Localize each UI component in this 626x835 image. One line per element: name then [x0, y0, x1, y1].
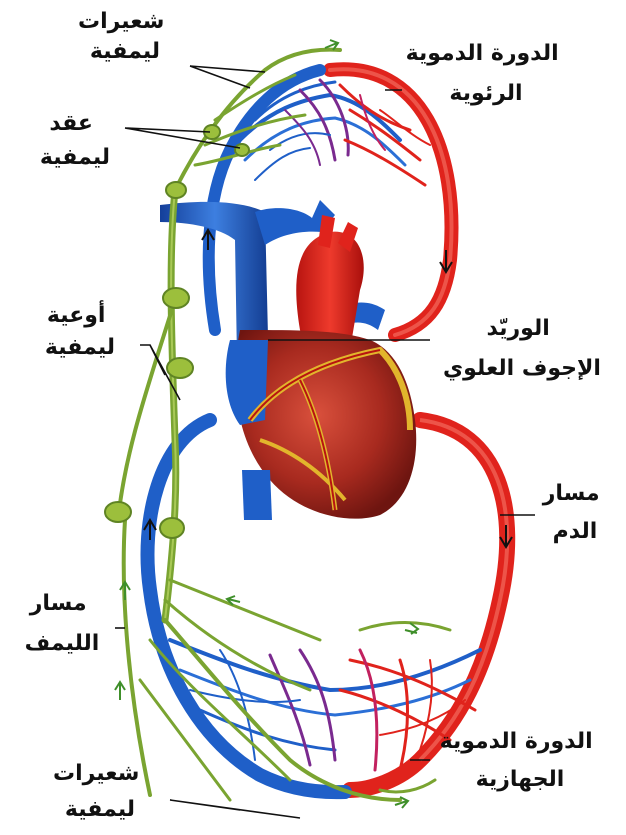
heart	[160, 200, 416, 520]
label-pulmonary-circulation: الدورة الدموية الرئوية	[406, 41, 567, 106]
lymph-node	[166, 182, 186, 198]
lymph-node	[163, 288, 189, 308]
lymph-node	[160, 518, 184, 538]
label-blood-path: مسار الدم	[542, 481, 608, 544]
label-lymph-vessels: أوعية ليمفية	[45, 299, 115, 360]
lymph-node	[105, 502, 131, 522]
lymph-node	[167, 358, 193, 378]
label-lymph-path: مسار الليمف	[25, 591, 100, 656]
leader-lymph-capillaries-bottom	[170, 800, 300, 818]
label-systemic-circulation: الدورة الدموية الجهازية	[440, 729, 601, 792]
lymph-node	[235, 144, 249, 156]
leader-lymph-capillaries-top	[190, 66, 265, 88]
label-lymph-nodes: عقد ليمفية	[40, 111, 110, 170]
inferior-vena-cava	[242, 470, 272, 520]
label-lymph-capillaries-bottom: شعيرات ليمفية	[53, 761, 147, 822]
label-lymph-capillaries-top: شعيرات ليمفية	[78, 9, 172, 64]
label-superior-vena-cava: الوريّد الإجوف العلوي	[443, 316, 601, 381]
